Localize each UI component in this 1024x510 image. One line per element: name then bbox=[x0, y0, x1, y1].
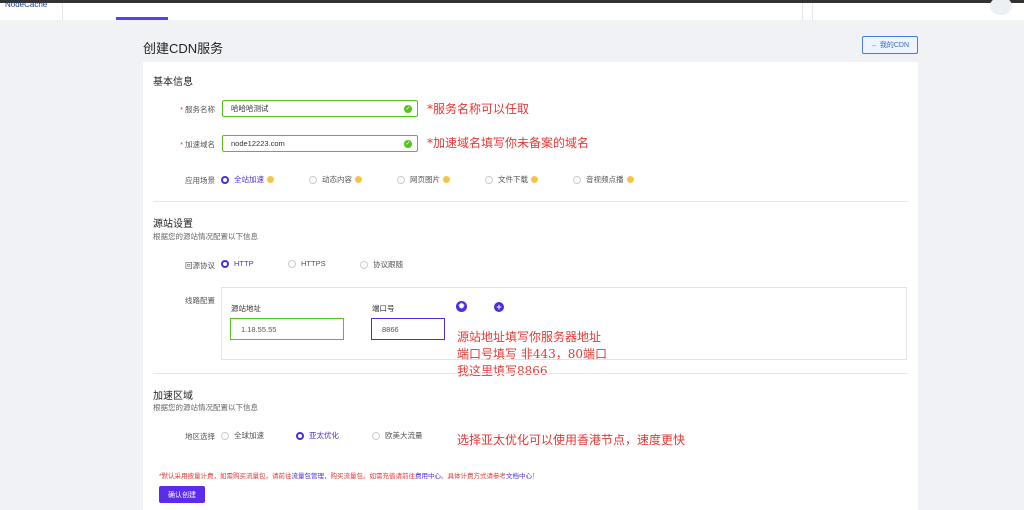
help-icon[interactable] bbox=[531, 176, 538, 183]
domain-label: *加速域名 bbox=[180, 140, 215, 149]
scenario-option-video-on-demand[interactable]: 音视频点播 bbox=[573, 174, 634, 185]
region-label: 地区选择 bbox=[185, 432, 215, 441]
section-divider bbox=[153, 373, 908, 374]
nav-active-tab-indicator[interactable] bbox=[116, 17, 168, 20]
page-title: 创建CDN服务 bbox=[143, 41, 224, 56]
scenario-option-file-download[interactable]: 文件下载 bbox=[485, 174, 538, 185]
radio-icon bbox=[573, 175, 581, 184]
radio-icon bbox=[372, 431, 380, 440]
service-name-label: *服务名称 bbox=[180, 105, 215, 114]
region-option-euro-us[interactable]: 欧美大流量 bbox=[372, 430, 423, 441]
user-avatar[interactable] bbox=[990, 0, 1012, 15]
port-label: 端口号 bbox=[372, 304, 395, 313]
radio-icon bbox=[309, 175, 317, 184]
region-option-apac[interactable]: 亚太优化 bbox=[296, 430, 339, 441]
billing-note: *默认采用按量计费，如需购买流量包，请前往流量包管理，购买流量包。如需充值请前往… bbox=[159, 473, 539, 480]
service-name-annotation: *服务名称可以任取 bbox=[427, 102, 530, 116]
origin-address-label: 源站地址 bbox=[231, 304, 261, 313]
radio-selected-icon bbox=[221, 175, 229, 184]
protocol-option-https[interactable]: HTTPS bbox=[288, 259, 326, 268]
line-config-label: 线路配置 bbox=[185, 296, 215, 305]
port-input[interactable]: 8866 bbox=[371, 318, 445, 340]
region-option-global[interactable]: 全球加速 bbox=[221, 430, 264, 441]
radio-selected-icon bbox=[221, 259, 229, 268]
scenario-label: 应用场景 bbox=[185, 176, 215, 185]
docs-center-link[interactable]: 文档中心 bbox=[506, 473, 533, 480]
valid-check-icon: ✓ bbox=[404, 140, 412, 148]
brand-logo[interactable]: NodeCache bbox=[5, 0, 48, 9]
scenario-option-full-site[interactable]: 全站加速 bbox=[221, 174, 274, 185]
origin-address-input[interactable]: 1.18.55.55 bbox=[230, 318, 344, 340]
create-cdn-form: 基本信息 *服务名称 哈哈哈测试 ✓ *服务名称可以任取 *加速域名 node1… bbox=[143, 62, 918, 510]
radio-icon bbox=[485, 175, 493, 184]
help-icon[interactable] bbox=[443, 176, 450, 183]
confirm-create-button[interactable]: 确认创建 bbox=[159, 486, 205, 503]
billing-center-link[interactable]: 费用中心 bbox=[415, 473, 442, 480]
origin-annotation-line3: 我这里填写8866 bbox=[457, 364, 548, 378]
nav-divider bbox=[802, 3, 803, 20]
domain-annotation: *加速域名填写你未备案的域名 bbox=[427, 136, 590, 150]
section-divider bbox=[153, 201, 908, 202]
scenario-option-web-image[interactable]: 网页图片 bbox=[397, 174, 450, 185]
traffic-package-link[interactable]: 流量包管理 bbox=[291, 473, 325, 480]
origin-annotation-line1: 源站地址填写你服务器地址 bbox=[457, 330, 602, 344]
origin-annotation-line2: 端口号填写 非443，80端口 bbox=[457, 347, 607, 361]
top-nav-bar: NodeCache bbox=[0, 0, 1024, 20]
nav-divider bbox=[62, 3, 63, 20]
scenario-option-dynamic[interactable]: 动态内容 bbox=[309, 174, 362, 185]
radio-icon bbox=[397, 175, 405, 184]
help-icon[interactable] bbox=[267, 176, 274, 183]
region-annotation: 选择亚太优化可以使用香港节点，速度更快 bbox=[457, 433, 686, 447]
region-desc: 根据您的源站情况配置以下信息 bbox=[153, 403, 258, 412]
origin-settings-desc: 根据您的源站情况配置以下信息 bbox=[153, 232, 258, 241]
my-cdn-back-button[interactable]: ← 我的CDN bbox=[862, 36, 918, 54]
protocol-option-http[interactable]: HTTP bbox=[221, 259, 254, 268]
origin-settings-title: 源站设置 bbox=[153, 219, 193, 230]
add-line-icon[interactable]: + bbox=[494, 302, 504, 312]
valid-check-icon: ✓ bbox=[404, 105, 412, 113]
region-title: 加速区域 bbox=[153, 391, 193, 402]
domain-input[interactable]: node12223.com ✓ bbox=[222, 135, 418, 152]
service-name-input[interactable]: 哈哈哈测试 ✓ bbox=[222, 100, 418, 117]
radio-icon bbox=[221, 431, 229, 440]
radio-selected-icon bbox=[296, 431, 304, 440]
basic-info-title: 基本信息 bbox=[153, 77, 193, 88]
nav-divider bbox=[812, 3, 813, 20]
radio-icon bbox=[360, 260, 368, 269]
protocol-option-follow[interactable]: 协议跟随 bbox=[360, 259, 403, 270]
help-icon[interactable] bbox=[355, 176, 362, 183]
help-icon[interactable] bbox=[626, 176, 634, 183]
radio-icon bbox=[288, 259, 296, 268]
gear-icon[interactable]: ✹ bbox=[456, 301, 467, 312]
protocol-label: 回源协议 bbox=[185, 261, 215, 270]
